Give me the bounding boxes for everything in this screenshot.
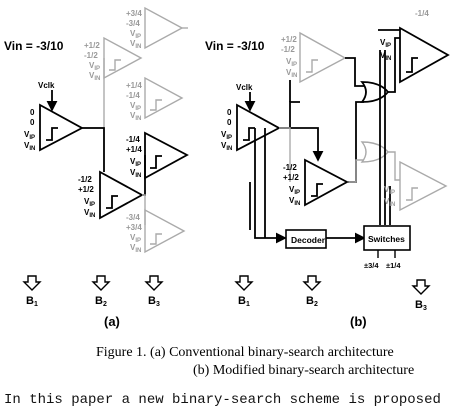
- panel-b-switch-input-2: ±1/4: [386, 261, 401, 270]
- panel-b-switch-input-1: ±3/4: [364, 261, 379, 270]
- gray-mid2-input-1: +1/4: [126, 81, 142, 90]
- panel-b-gray-vin: VIN: [286, 68, 297, 79]
- panel-b-vin-label: Vin = -3/10: [205, 39, 265, 53]
- panel-b-gray-input-1: +1/2: [281, 35, 297, 44]
- panel-a-gray-mid2-comparator: [144, 76, 184, 120]
- caption-line-2: (b) Modified binary-search architecture: [193, 363, 415, 378]
- gray-top-input-1: +3/4: [126, 9, 142, 18]
- panel-b-output-b1: B1: [238, 295, 250, 308]
- panel-b-wires-black: [249, 50, 391, 244]
- comp2-input-1: -1/2: [78, 175, 92, 184]
- panel-b-comp2-vip: VIP: [289, 185, 300, 196]
- comp3-vip: VIP: [130, 157, 141, 168]
- panel-b-switches-label: Switches: [368, 234, 405, 244]
- panel-b-comp1-vin: VIN: [221, 141, 232, 152]
- panel-b-decoder-label: Decoder: [291, 235, 326, 245]
- comp1-vip: VIP: [24, 130, 35, 141]
- gray-mid-vip: VIP: [89, 61, 100, 72]
- comp2-vin: VIN: [84, 208, 95, 219]
- panel-b-gray-bot-vin: VIN: [384, 197, 395, 208]
- panel-b-comparator-top: [378, 26, 450, 84]
- panel-b-gray-bot-vip: VIP: [384, 185, 395, 196]
- panel-b-switches-box: Switches: [363, 225, 411, 258]
- panel-b-comparator-2: [304, 158, 349, 207]
- gray-top-input-2: -3/4: [126, 19, 140, 28]
- panel-b-decoder-box: Decoder: [285, 229, 327, 249]
- panel-b-wires-gray: [279, 127, 364, 183]
- panel-b-gray-bottom-comparator: [399, 160, 448, 212]
- panel-b-gray-upper-comparator: [299, 31, 347, 84]
- comp1-input-2: 0: [30, 118, 35, 127]
- gray-mid-input-1: +1/2: [84, 41, 100, 50]
- comp1-input-1: 0: [30, 108, 35, 117]
- panel-b-top-gray-label: -1/4: [415, 9, 429, 18]
- panel-a-output-b2: B2: [95, 295, 107, 308]
- gray-top-vip: VIP: [130, 29, 141, 40]
- panel-b-or-gate-black: [345, 37, 400, 103]
- gray-mid-input-2: -1/2: [84, 51, 98, 60]
- panel-a-label: (a): [104, 314, 120, 329]
- comp3-input-1: -1/4: [126, 135, 140, 144]
- panel-b-comp2-vin: VIN: [289, 196, 300, 207]
- gray-mid2-input-2: -1/4: [126, 91, 140, 100]
- gray-bot-vin: VIN: [130, 243, 141, 254]
- comp3-vin: VIN: [130, 168, 141, 179]
- panel-b-comp1-input-1: 0: [227, 108, 232, 117]
- panel-b-comp2-input-2: +1/2: [283, 173, 299, 182]
- panel-b-comp2-input-1: -1/2: [283, 163, 297, 172]
- panel-b-output-b3: B3: [415, 299, 427, 312]
- gray-mid2-vin: VIN: [130, 111, 141, 122]
- comp2-vip: VIP: [84, 197, 95, 208]
- comp3-input-2: +1/4: [126, 145, 142, 154]
- gray-mid-vin: VIN: [89, 71, 100, 82]
- gray-bot-input-1: -3/4: [126, 213, 140, 222]
- comp2-input-2: +1/2: [78, 185, 94, 194]
- panel-a: Vin = -3/10 +3/4 -3/4 VIP VIN +1/2 -1/2 …: [4, 6, 189, 329]
- panel-b-label: (b): [350, 314, 367, 329]
- panel-b-top-vin: VIN: [380, 51, 391, 62]
- gray-bot-vip: VIP: [130, 233, 141, 244]
- panel-b-output-arrows: [234, 275, 431, 295]
- panel-a-gray-bottom-comparator: [144, 208, 186, 254]
- panel-a-output-arrows: [22, 275, 164, 291]
- panel-a-vclk-label: Vclk: [38, 81, 55, 90]
- panel-b-comp1-input-2: 0: [227, 118, 232, 127]
- caption-line-1: Figure 1. (a) Conventional binary-search…: [96, 345, 394, 360]
- panel-b-output-b2: B2: [306, 295, 318, 308]
- panel-b-top-vip: VIP: [380, 38, 391, 49]
- panel-b-comparator-1: [236, 92, 281, 152]
- panel-b-gray-vip: VIP: [286, 57, 297, 68]
- gray-bot-input-2: +3/4: [126, 223, 142, 232]
- panel-a-output-b3: B3: [148, 295, 160, 308]
- panel-a-comparator-1: [39, 90, 84, 152]
- panel-b: Vin = -3/10 -1/4 VIP VIN +1/2 -1/2 VIP V…: [205, 9, 450, 329]
- panel-b-comp1-vip: VIP: [221, 130, 232, 141]
- panel-a-comparator-2: [99, 170, 144, 220]
- panel-a-gray-top-comparator: [144, 6, 188, 50]
- panel-b-vclk-label: Vclk: [236, 83, 253, 92]
- panel-a-comparator-3: [144, 131, 189, 180]
- panel-b-gray-input-2: -1/2: [281, 45, 295, 54]
- panel-a-output-b1: B1: [26, 295, 38, 308]
- panel-b-or-gate-gray: [360, 141, 400, 181]
- panel-a-vin-label: Vin = -3/10: [4, 39, 64, 53]
- body-text-fragment: In this paper a new binary-search scheme…: [4, 392, 441, 408]
- gray-top-vin: VIN: [130, 39, 141, 50]
- comp1-vin: VIN: [24, 141, 35, 152]
- gray-mid2-vip: VIP: [130, 101, 141, 112]
